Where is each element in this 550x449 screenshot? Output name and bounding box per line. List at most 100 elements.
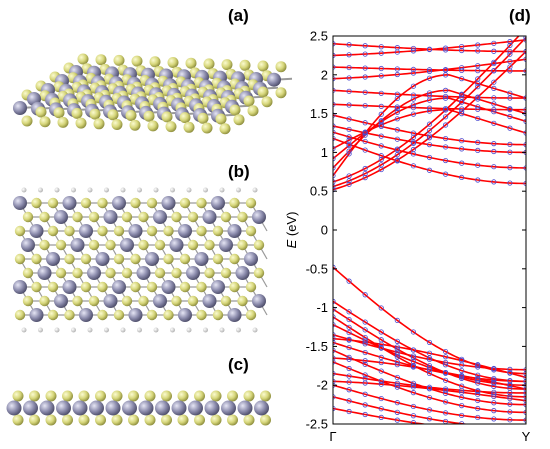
chalcogen-atom [146, 197, 158, 209]
chalcogen-atom [161, 390, 172, 402]
valence-band-line [333, 323, 526, 386]
band-marker [394, 352, 400, 358]
band-marker [507, 180, 513, 186]
band-marker [394, 380, 400, 386]
band-marker [442, 171, 449, 177]
band-marker [394, 400, 400, 406]
band-marker [426, 75, 433, 81]
chalcogen-atom [138, 239, 149, 251]
band-marker [475, 139, 481, 145]
hydrogen-atom [186, 327, 192, 333]
chalcogen-atom [97, 197, 108, 209]
band-marker [426, 394, 433, 401]
metal-atom [171, 400, 187, 416]
band-marker [459, 65, 465, 71]
band-marker [507, 64, 513, 70]
chalcogen-atom [143, 110, 155, 122]
valence-band-line [333, 308, 526, 390]
band-marker [442, 362, 449, 368]
structure-perspective-view [13, 53, 293, 135]
hydrogen-atom [170, 187, 175, 193]
band-marker [507, 39, 513, 45]
band-marker [362, 132, 368, 138]
chalcogen-atom [179, 197, 191, 209]
band-marker [378, 153, 384, 159]
band-marker [475, 96, 481, 102]
band-marker [362, 339, 368, 345]
band-marker [362, 327, 368, 333]
hydrogen-atom [186, 187, 192, 193]
chalcogen-atom [146, 281, 158, 293]
band-marker [475, 177, 481, 183]
band-marker [346, 398, 352, 404]
band-marker [394, 409, 400, 415]
band-marker [410, 102, 417, 108]
band-marker [475, 162, 481, 168]
chalcogen-atom [245, 281, 257, 293]
band-marker [378, 406, 384, 412]
metal-atom [13, 196, 27, 210]
metal-atom [227, 308, 242, 322]
chalcogen-atom [245, 197, 257, 209]
y-tick-label: 2.5 [310, 29, 328, 44]
chalcogen-atom [55, 239, 67, 251]
chalcogen-atom [163, 309, 174, 321]
chalcogen-atom [107, 109, 119, 121]
chalcogen-atom [64, 253, 75, 265]
chalcogen-atom [167, 57, 179, 68]
band-marker [378, 162, 384, 168]
band-marker [426, 135, 433, 141]
metal-atom [237, 400, 253, 416]
metal-atom [235, 266, 250, 280]
band-marker [475, 80, 481, 87]
band-marker [362, 380, 368, 386]
band-marker [346, 356, 352, 362]
chalcogen-atom [165, 121, 177, 133]
band-marker [410, 364, 417, 370]
chalcogen-atom [275, 61, 287, 73]
band-marker [410, 139, 417, 145]
chalcogen-atom [97, 281, 108, 293]
band-marker [378, 133, 384, 139]
band-marker [378, 378, 384, 384]
band-marker [410, 390, 417, 396]
chalcogen-atom [196, 225, 207, 237]
band-marker [507, 48, 513, 55]
band-marker [426, 105, 433, 111]
valence-band-line [333, 384, 526, 421]
band-marker [394, 417, 400, 423]
band-marker [507, 58, 513, 65]
panel-label-c: (c) [228, 355, 249, 374]
chalcogen-atom [204, 267, 215, 279]
chalcogen-atom [185, 57, 197, 69]
chalcogen-atom [47, 281, 59, 293]
band-marker [394, 346, 400, 352]
valence-band-line [333, 337, 526, 379]
band-marker [362, 103, 368, 109]
band-marker [507, 51, 513, 57]
y-tick-label: -0.5 [306, 261, 328, 276]
band-marker [410, 66, 417, 73]
band-marker [475, 84, 481, 90]
metal-atom [252, 294, 266, 308]
band-marker [394, 317, 400, 324]
band-marker [410, 355, 417, 361]
band-marker [442, 122, 449, 128]
band-marker [378, 143, 384, 149]
chalcogen-atom [243, 95, 255, 107]
band-marker [394, 109, 400, 115]
hydrogen-atom [252, 187, 258, 193]
chalcogen-atom [257, 86, 269, 98]
band-marker [426, 167, 433, 173]
chalcogen-atom [146, 309, 158, 321]
band-marker [507, 370, 513, 376]
band-marker [507, 383, 513, 389]
band-marker [362, 65, 368, 71]
chalcogen-atom [47, 197, 59, 209]
chalcogen-atom [93, 118, 105, 130]
chalcogen-atom [45, 390, 57, 402]
x-tick-label: Y [522, 429, 531, 444]
chalcogen-atom [212, 225, 224, 237]
y-axis-title-symbol: E [284, 239, 299, 248]
y-tick-label: -2.5 [306, 417, 328, 432]
